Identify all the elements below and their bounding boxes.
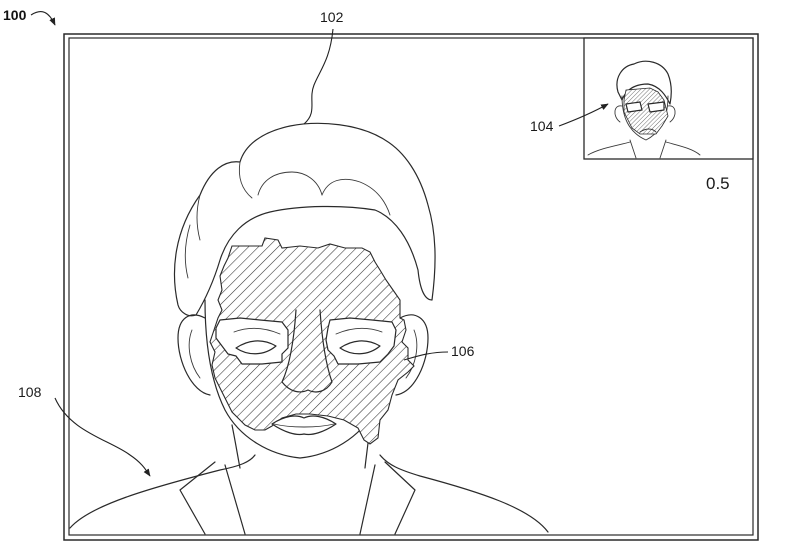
- display-frame-label: 108: [18, 384, 42, 400]
- preview-eye-right: [648, 102, 664, 112]
- preview-eye-left: [626, 102, 642, 112]
- right-shoulder-line: [380, 455, 548, 532]
- main-video-leader: [304, 29, 333, 124]
- right-collar-inner: [360, 465, 375, 534]
- left-ear: [178, 315, 210, 395]
- scale-value: 0.5: [706, 174, 730, 193]
- left-collar-inner: [225, 465, 245, 534]
- device-arrow: [31, 12, 55, 25]
- neck-left: [232, 425, 240, 468]
- left-shoulder-line: [70, 455, 255, 528]
- left-ear-inner: [189, 330, 200, 378]
- mask-region-label: 106: [451, 343, 475, 359]
- preview-window-label: 104: [530, 118, 554, 134]
- main-video-label: 102: [320, 9, 344, 25]
- main-video-person: [70, 123, 548, 534]
- preview-window: [584, 38, 753, 159]
- device-label: 100: [3, 7, 27, 23]
